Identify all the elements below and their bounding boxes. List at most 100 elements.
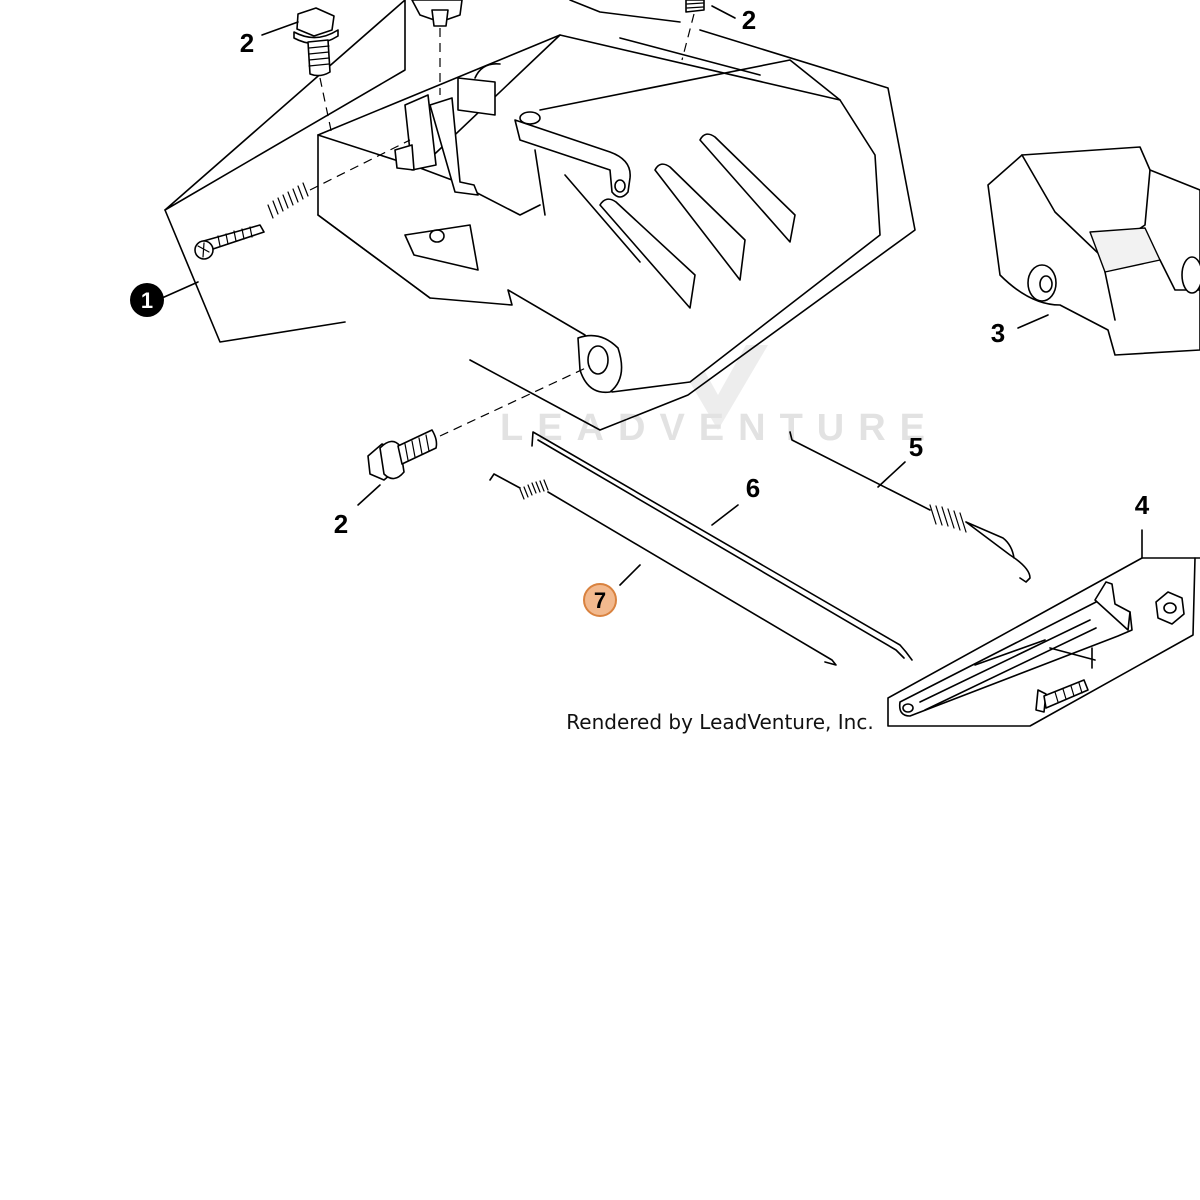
- hinge-clip-pin: [431, 9, 449, 27]
- leader-7: [619, 564, 641, 586]
- deck-pivot-ear: [577, 334, 623, 394]
- deck-top-ridge: [539, 59, 841, 111]
- callout-1-circle: [130, 283, 164, 317]
- watermark-text: LEADVENTURE: [500, 407, 939, 449]
- credit-text: Rendered by LeadVenture, Inc.: [566, 710, 873, 734]
- side-guard-pivot: [1181, 256, 1200, 294]
- assembly-frame-right: [469, 29, 916, 431]
- hinge-tab-loop: [474, 62, 501, 79]
- long-rod: [531, 431, 913, 661]
- hinge-clip-top: [411, 0, 463, 95]
- leader-2a: [261, 21, 299, 36]
- side-guard-body: [987, 146, 1200, 356]
- pan-screw-slot: [197, 242, 210, 258]
- leader-5: [877, 461, 906, 488]
- hex-nut: [1155, 591, 1185, 625]
- bolt-top-center: [681, 0, 705, 61]
- hex-nut-hole: [1163, 602, 1177, 614]
- side-guard: [987, 146, 1200, 356]
- side-guard-bushing-hole: [1039, 275, 1053, 293]
- deck-slot-3: [599, 198, 696, 309]
- long-rod-wire-1: [531, 431, 913, 661]
- assembly-frame-bottom: [164, 209, 346, 343]
- bolt-flange-lower: [379, 440, 405, 480]
- compression-spring: [267, 182, 309, 219]
- bolt-shank-top-center: [685, 0, 705, 13]
- callout-2-top-left[interactable]: 2: [240, 28, 254, 58]
- deck-crease: [419, 167, 541, 216]
- assembly-4-box-top: [1141, 529, 1200, 559]
- linkage-arm-pin: [519, 111, 541, 125]
- assembly-frame-top: [569, 0, 681, 23]
- deck-slot-1: [699, 133, 796, 243]
- callout-1[interactable]: 1: [141, 288, 153, 313]
- leader-6: [711, 504, 739, 526]
- callout-5[interactable]: 5: [909, 432, 923, 462]
- bracket-hole: [429, 229, 445, 243]
- pan-screw-threads: [217, 226, 253, 247]
- spring-wire-hook-end: [489, 473, 521, 489]
- callout-7[interactable]: 7: [594, 588, 606, 613]
- callout-7-badge[interactable]: 7: [583, 583, 617, 617]
- spring-wire-highlight-part: [489, 473, 837, 666]
- carriage-bolt-threads: [1054, 682, 1083, 703]
- bolt-leader-top-center: [681, 13, 695, 61]
- leader-2c: [357, 484, 381, 506]
- spring-rod-hook: [965, 521, 1031, 583]
- callout-6[interactable]: 6: [746, 473, 760, 503]
- spring-rod: [789, 431, 1031, 583]
- bolt-head-top-left: [296, 7, 335, 37]
- leader-2b: [711, 5, 736, 19]
- side-guard-bushing: [1027, 264, 1057, 302]
- callouts: 2 2 2 3 4 5 6 1 7: [130, 5, 1150, 617]
- linkage-arm-hole: [614, 179, 626, 193]
- deck-assembly: [164, 0, 916, 431]
- callout-leaders: [161, 5, 1049, 586]
- assembly-frame-left: [164, 0, 406, 211]
- leader-1: [161, 281, 199, 299]
- spring-wire-rod: [547, 491, 837, 666]
- spring-leader: [309, 139, 411, 191]
- callout-2-top-right[interactable]: 2: [742, 5, 756, 35]
- assembly-4-box: [887, 557, 1196, 727]
- spring-rod-coil: [929, 504, 967, 533]
- bolt-shank-top-left: [307, 39, 331, 77]
- spring-screw: [194, 139, 411, 260]
- leader-3: [1017, 314, 1049, 329]
- bolt-shank-lower: [397, 429, 438, 465]
- bolt-threads-top-left: [308, 45, 330, 67]
- handle-bracket-lug: [1094, 581, 1131, 631]
- spring-rod-wire: [789, 431, 931, 511]
- handle-bracket-leaders: [974, 639, 1096, 669]
- deck-slot-2: [654, 163, 746, 281]
- callout-3[interactable]: 3: [991, 318, 1005, 348]
- spring-wire-coil: [519, 479, 549, 500]
- handle-bracket-arm: [898, 599, 1133, 717]
- deck-slot-line: [564, 174, 641, 263]
- handle-bracket-assembly: [887, 529, 1200, 727]
- deck-front-bracket: [404, 224, 479, 271]
- linkage-arm: [514, 119, 631, 198]
- deck-lower-edge: [317, 214, 431, 299]
- flange-bolt-top-left: [293, 7, 339, 136]
- callout-4[interactable]: 4: [1135, 490, 1150, 520]
- deck-rib: [534, 149, 546, 216]
- hinge-tab: [457, 77, 496, 116]
- carriage-bolt-shank: [1043, 679, 1089, 709]
- callout-7-highlight-circle: [583, 583, 617, 617]
- deck-side-tab: [394, 144, 415, 171]
- deck-top-groove: [619, 37, 761, 76]
- long-rod-wire-2: [537, 439, 905, 659]
- bolt-threads-top-center: [686, 2, 704, 9]
- flange-bolt-lower: [367, 365, 591, 481]
- handle-bracket-slot: [919, 619, 1097, 711]
- bolt-leader-top-left: [319, 77, 333, 136]
- callout-2-bottom[interactable]: 2: [334, 509, 348, 539]
- bolt-threads-lower: [404, 434, 430, 461]
- handle-bracket-end-hole: [902, 703, 914, 713]
- hinge-bracket-right: [429, 97, 479, 196]
- pivot-hole: [587, 345, 609, 375]
- callout-1-badge[interactable]: 1: [130, 283, 164, 317]
- bolt-leader-lower: [439, 365, 591, 437]
